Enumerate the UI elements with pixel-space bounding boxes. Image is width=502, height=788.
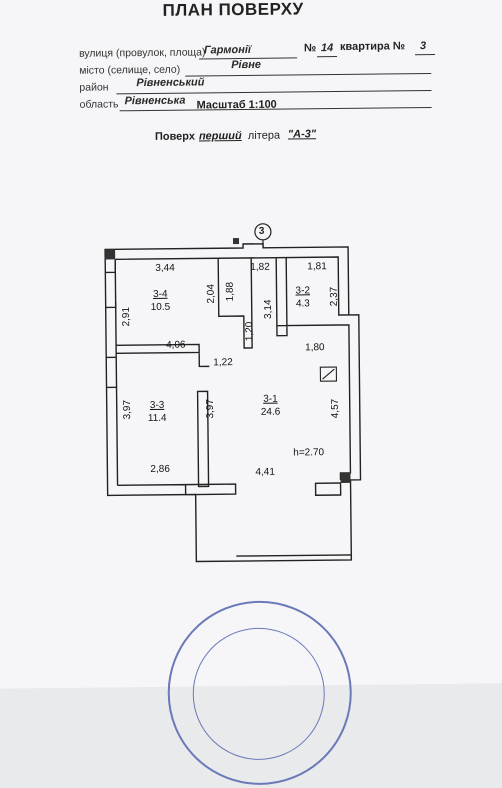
room-3-3-id: 3-3 xyxy=(148,399,167,412)
dim-1-81: 1,81 xyxy=(307,261,327,272)
dim-2-91: 2,91 xyxy=(121,307,132,327)
room-3-1: 3-1 24.6 xyxy=(261,393,281,419)
dim-2-37: 2,37 xyxy=(329,287,340,307)
dim-3-44: 3,44 xyxy=(155,263,175,274)
room-3-2: 3-2 4.3 xyxy=(295,284,310,310)
dim-4-57: 4,57 xyxy=(330,399,341,419)
dim-3-97-left: 3,97 xyxy=(122,400,133,420)
floor-plan xyxy=(0,0,502,689)
room-3-4-area: 10.5 xyxy=(151,301,171,314)
dim-1-80: 1,80 xyxy=(305,342,325,353)
dim-1-22: 1,22 xyxy=(213,357,233,368)
dim-4-41: 4,41 xyxy=(255,467,275,478)
room-3-4-id: 3-4 xyxy=(150,288,170,301)
dim-2-04: 2,04 xyxy=(206,284,217,304)
room-3-1-id: 3-1 xyxy=(261,393,281,406)
dim-4-06: 4,06 xyxy=(166,340,186,351)
room-3-2-id: 3-2 xyxy=(295,284,310,297)
room-3-3-area: 11.4 xyxy=(148,412,167,425)
dim-1-20: 1,20 xyxy=(244,322,255,342)
room-3-3: 3-3 11.4 xyxy=(148,399,167,425)
room-3-2-area: 4.3 xyxy=(296,297,311,310)
dim-3-97-right: 3,97 xyxy=(205,399,216,419)
dim-2-86: 2,86 xyxy=(150,464,170,475)
ceiling-height: h=2.70 xyxy=(293,447,324,458)
dim-3-14: 3,14 xyxy=(263,299,274,319)
official-stamp-inner xyxy=(192,627,325,760)
room-3-4: 3-4 10.5 xyxy=(150,288,170,314)
document-sheet: ПЛАН ПОВЕРХУ вулиця (провулок, площа) Га… xyxy=(0,0,502,689)
dim-1-88: 1,88 xyxy=(225,282,236,302)
dim-1-82: 1,82 xyxy=(250,262,270,273)
section-marker: 3 xyxy=(259,226,265,237)
room-3-1-area: 24.6 xyxy=(261,406,281,419)
